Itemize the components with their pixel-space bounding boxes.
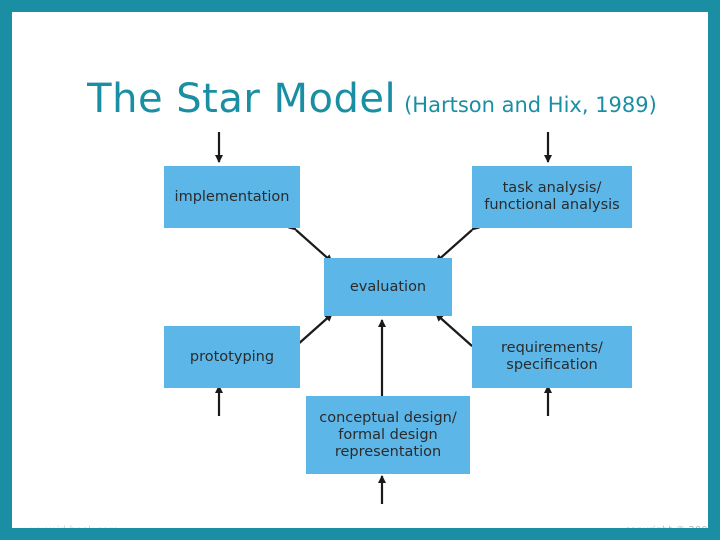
node-prototyping[interactable]: prototyping bbox=[164, 326, 300, 388]
node-requirements[interactable]: requirements/ specification bbox=[472, 326, 632, 388]
node-task-analysis-line1: task analysis/ bbox=[502, 180, 602, 196]
node-requirements-label: requirements/ specification bbox=[501, 340, 603, 374]
page-title: The Star Model (Hartson and Hix, 1989) bbox=[24, 76, 708, 122]
node-conceptual-design-line2: formal design bbox=[338, 426, 438, 443]
node-conceptual-design-line1: conceptual design/ bbox=[319, 409, 457, 426]
star-model-diagram: implementation task analysis/ functional… bbox=[24, 124, 708, 504]
node-implementation[interactable]: implementation bbox=[164, 166, 300, 228]
node-prototyping-label: prototyping bbox=[189, 348, 275, 365]
title-main-text: The Star Model bbox=[87, 76, 397, 122]
node-task-analysis[interactable]: task analysis/ functional analysis bbox=[472, 166, 632, 228]
node-evaluation[interactable]: evaluation bbox=[324, 258, 452, 316]
footer-copyright: copyright © 2007 bbox=[624, 525, 714, 536]
node-requirements-line2: specification bbox=[506, 357, 598, 373]
slide-footer: www.id-book.com copyright © 2007 bbox=[24, 512, 714, 536]
footer-website: www.id-book.com bbox=[30, 525, 119, 536]
node-task-analysis-label: task analysis/ functional analysis bbox=[484, 180, 619, 214]
arrow-requirements-evaluation bbox=[435, 313, 480, 354]
node-conceptual-design-label: conceptual design/ formal design represe… bbox=[319, 410, 457, 461]
node-evaluation-label: evaluation bbox=[349, 278, 427, 295]
node-requirements-line1: requirements/ bbox=[501, 340, 603, 356]
node-task-analysis-line2: functional analysis bbox=[484, 197, 620, 213]
node-conceptual-design[interactable]: conceptual design/ formal design represe… bbox=[306, 396, 470, 474]
node-conceptual-design-line3: representation bbox=[334, 443, 442, 460]
title-citation-text: (Hartson and Hix, 1989) bbox=[404, 93, 657, 117]
slide-content: The Star Model (Hartson and Hix, 1989) bbox=[24, 24, 714, 536]
node-implementation-label: implementation bbox=[174, 188, 290, 205]
arrow-prototyping-evaluation bbox=[288, 313, 333, 354]
